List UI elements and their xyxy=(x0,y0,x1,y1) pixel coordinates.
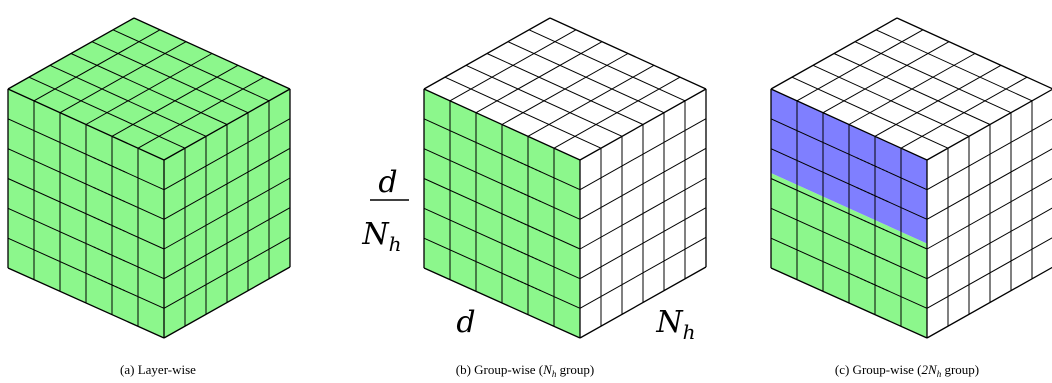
caption-a: (a) Layer-wise xyxy=(120,362,196,377)
cube-edge xyxy=(926,266,1052,339)
caption-b: (b) Group-wise (Nh group) xyxy=(456,362,594,379)
cube-edge xyxy=(423,267,581,339)
panel-group-wise-nh: d Nh d Nh (b) Group-wise (Nh group) xyxy=(361,17,707,379)
panel-layer-wise: (a) Layer-wise xyxy=(7,17,291,377)
cube-edge xyxy=(163,88,291,161)
cube-edge xyxy=(579,266,707,339)
cube-edge xyxy=(133,17,291,90)
depth-dash xyxy=(93,246,126,262)
cube-edge xyxy=(896,17,1052,90)
depth-dash xyxy=(856,187,889,203)
cube-edge xyxy=(7,88,165,161)
depth-dash xyxy=(856,246,889,262)
depth-dash xyxy=(93,157,126,173)
fraction-numerator: d xyxy=(378,165,397,200)
depth-dash xyxy=(93,276,126,292)
cube-edge xyxy=(423,88,581,161)
depth-dash xyxy=(509,246,542,262)
cube-edge xyxy=(579,88,707,161)
panel-group-wise-2nh: (c) Group-wise (2Nh group) xyxy=(770,17,1052,379)
top-grid-line xyxy=(900,76,1028,149)
top-grid-line xyxy=(137,76,265,149)
depth-dash xyxy=(856,216,889,232)
depth-dash xyxy=(509,187,542,203)
cube-edge xyxy=(770,267,928,339)
cube-edge xyxy=(770,88,928,161)
heads-label: Nh xyxy=(655,305,695,344)
cube-edge xyxy=(7,17,135,90)
caption-c: (c) Group-wise (2Nh group) xyxy=(835,362,979,379)
depth-dash xyxy=(509,216,542,232)
depth-dash xyxy=(93,187,126,203)
depth-dash xyxy=(93,216,126,232)
cube-edge xyxy=(926,88,1052,161)
cube-edge xyxy=(423,17,551,90)
cube-edge xyxy=(549,17,707,90)
depth-dash xyxy=(856,276,889,292)
cube-edge xyxy=(770,17,898,90)
depth-label: d xyxy=(456,305,475,340)
cube-edge xyxy=(163,266,291,339)
cube-layer-wise xyxy=(7,17,291,339)
depth-dash xyxy=(509,276,542,292)
cube-edge xyxy=(7,267,165,339)
depth-dash xyxy=(509,157,542,173)
cube-group-wise-nh xyxy=(423,17,707,339)
top-grid-line xyxy=(553,76,681,149)
fraction-denominator: Nh xyxy=(361,217,401,256)
depth-dash xyxy=(856,157,889,173)
cube-group-wise-2nh xyxy=(770,17,1052,339)
